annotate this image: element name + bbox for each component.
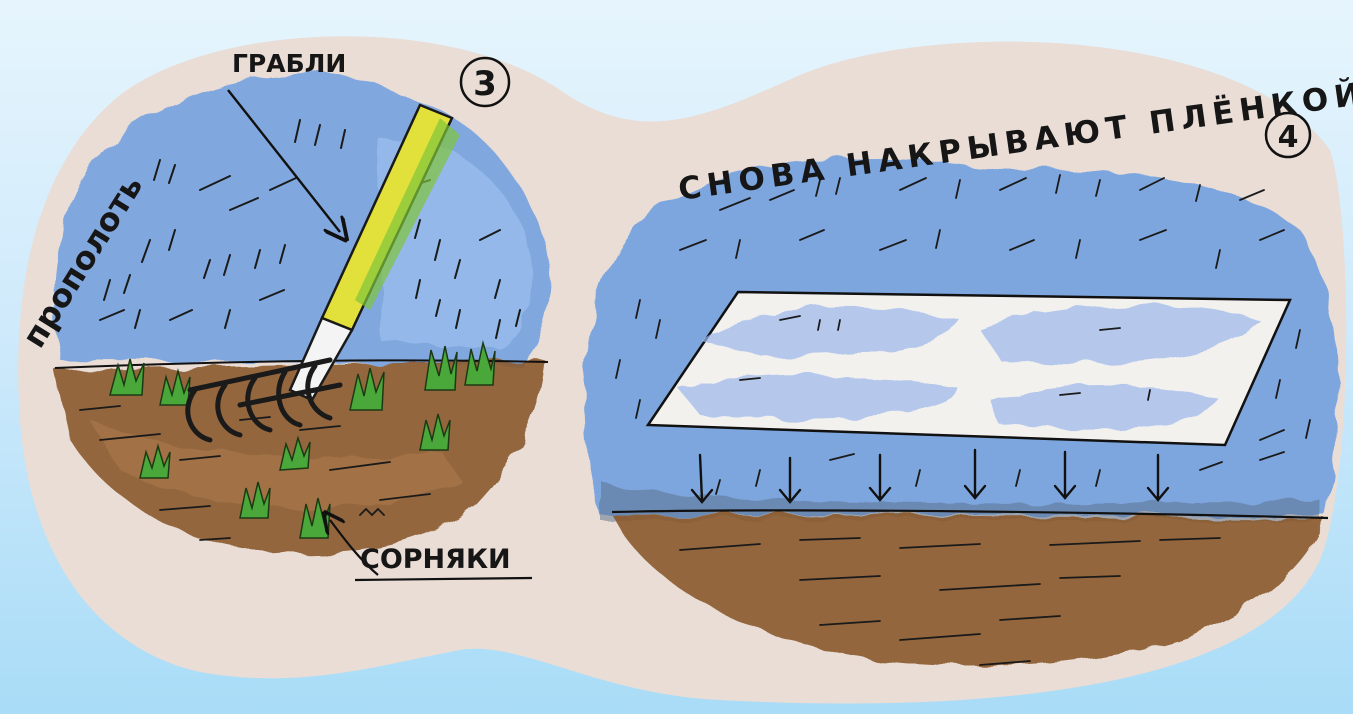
step-number-3: 3 — [473, 64, 497, 104]
step-number-4: 4 — [1278, 120, 1299, 155]
weeds-label: СОРНЯКИ — [360, 544, 511, 575]
rake-label: ГРАБЛИ — [232, 49, 346, 78]
